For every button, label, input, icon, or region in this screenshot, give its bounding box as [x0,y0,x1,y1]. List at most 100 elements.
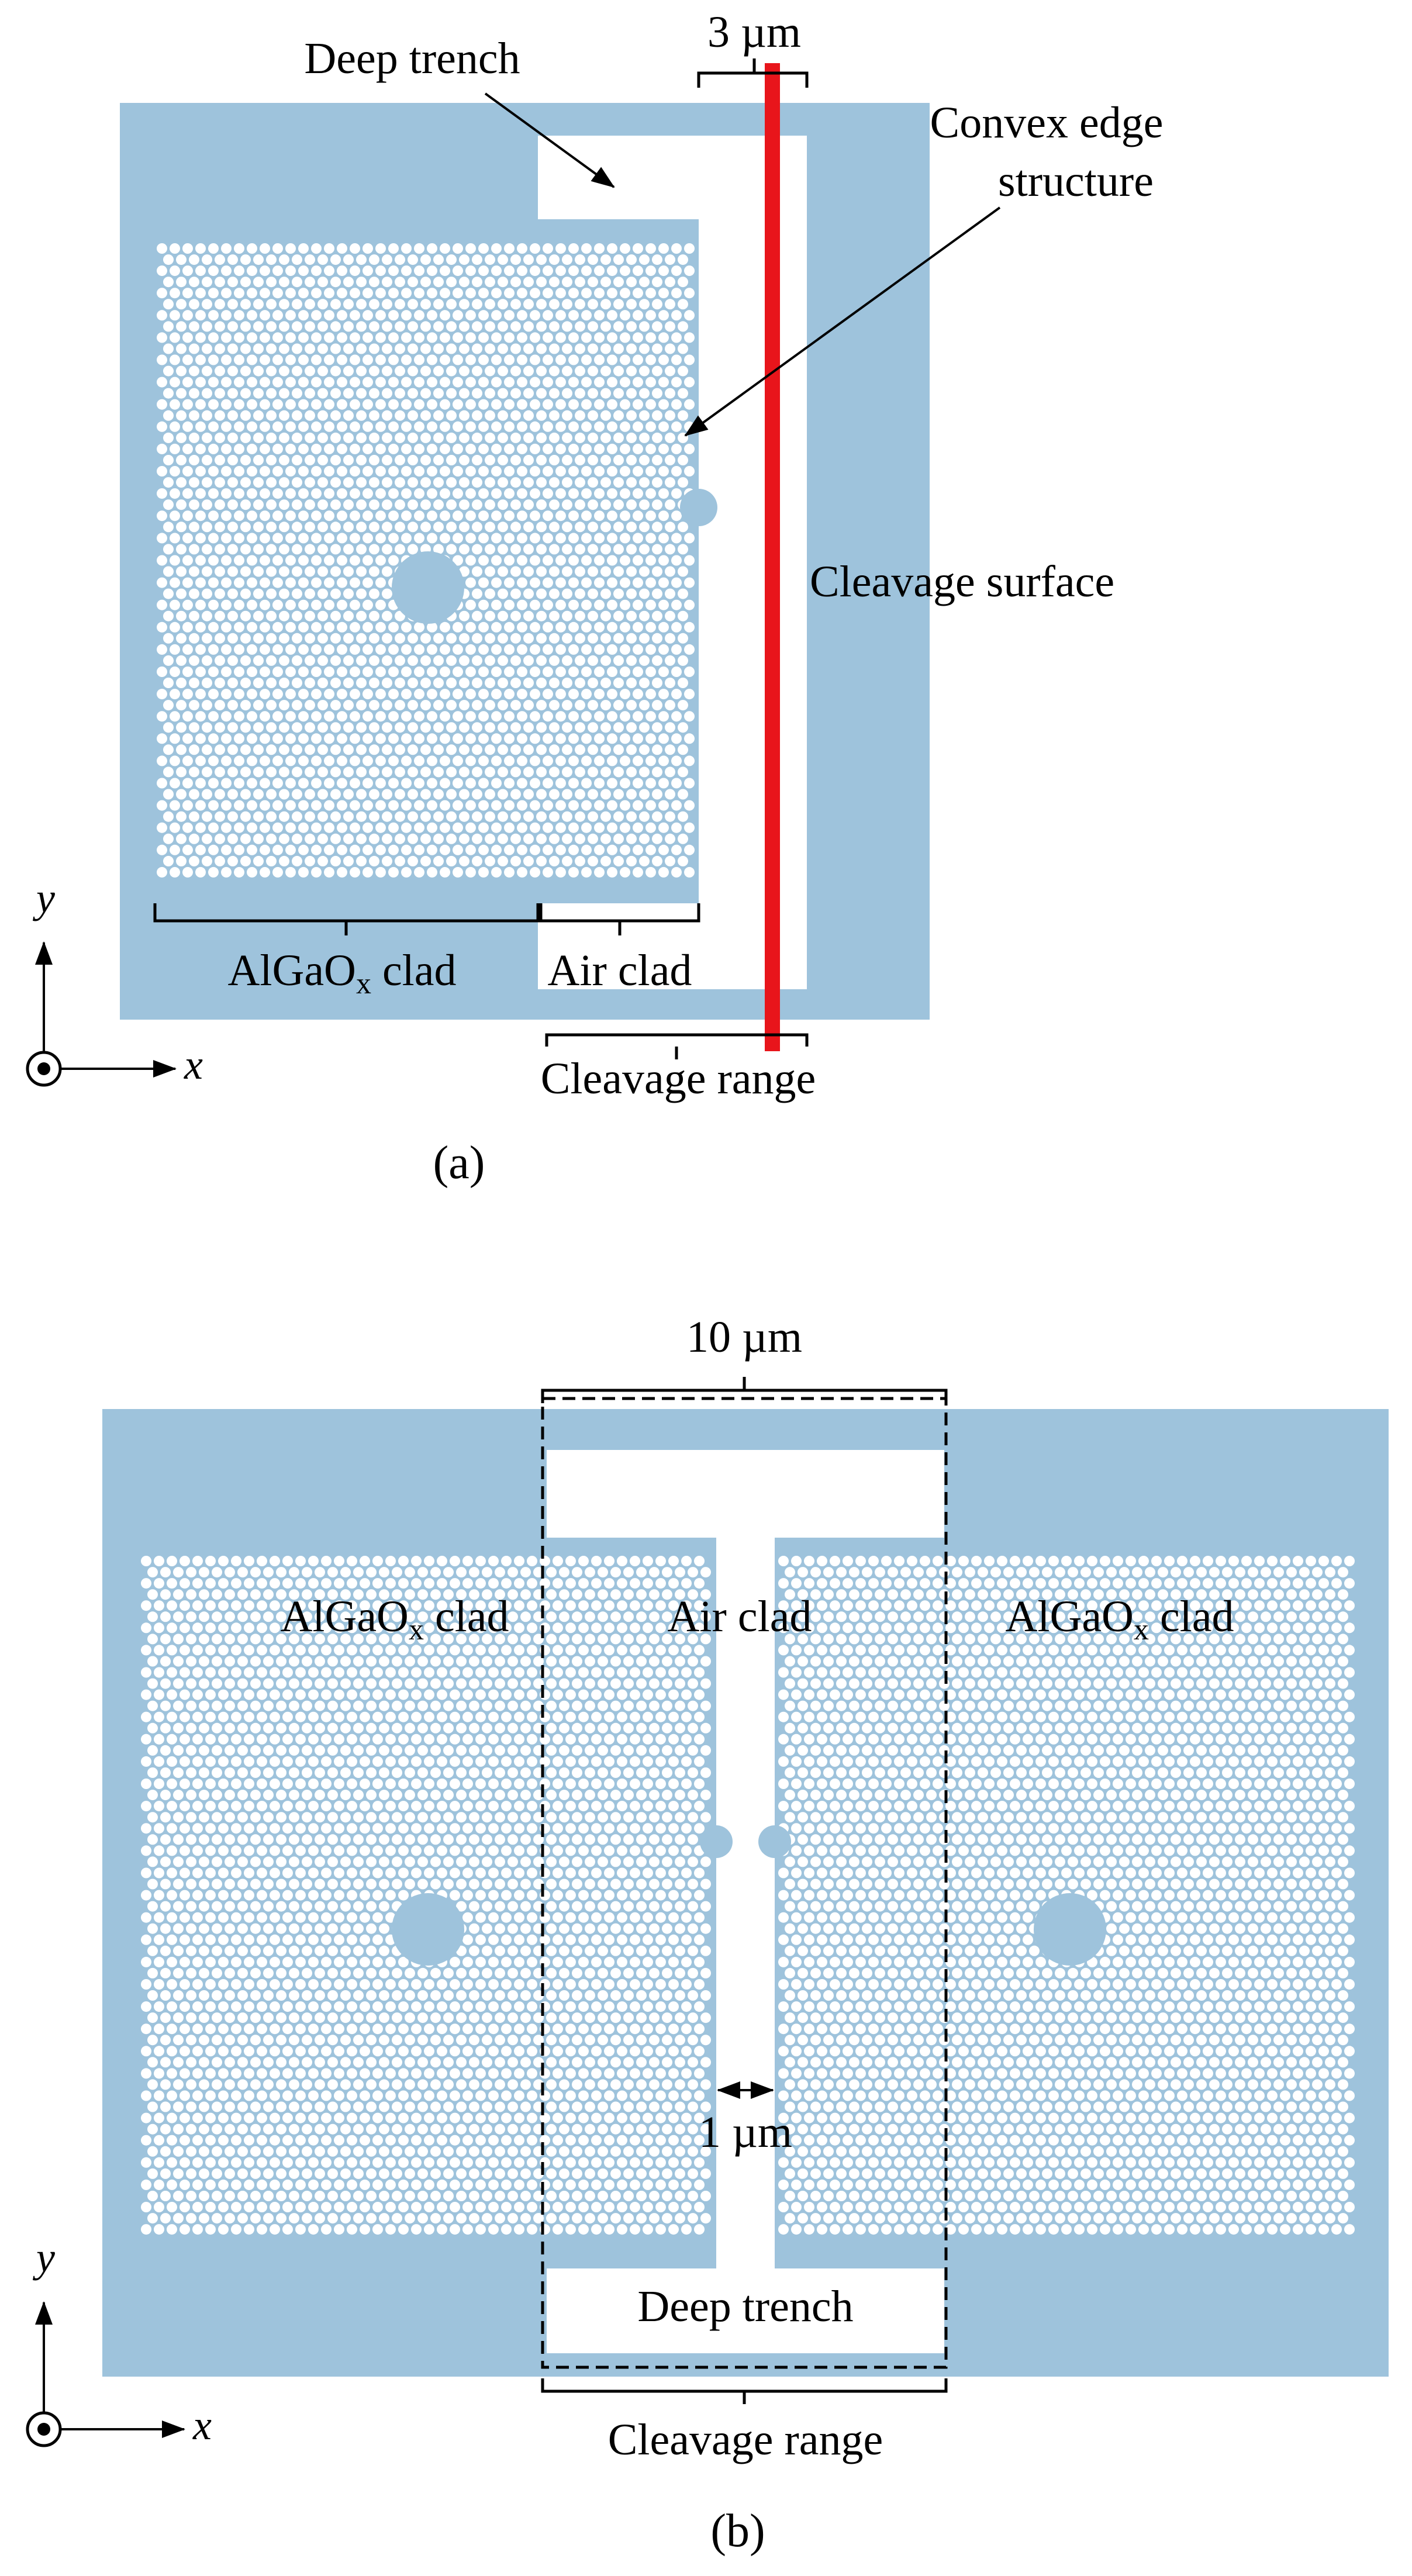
panel-a-air-hole [562,789,572,800]
panel-a-air-hole [343,254,354,265]
panel-a-air-hole [498,722,508,733]
panel-a-air-hole [433,299,444,310]
panel-a-air-hole [671,733,682,744]
panel-b-left-air-hole [360,1578,370,1589]
panel-b-left-air-hole [308,1956,319,1967]
panel-b-left-air-hole [250,1656,261,1667]
panel-b-left-air-hole [270,2112,280,2123]
panel-a-air-hole [285,599,296,610]
panel-b-left-air-hole [501,1801,512,1812]
panel-a-air-hole [575,522,585,533]
panel-b-left-air-hole [276,1656,286,1667]
panel-b-left-air-hole [154,1645,164,1656]
panel-b-left-air-hole [623,1567,634,1578]
panel-a-air-hole [523,833,534,844]
panel-a-air-hole [285,866,296,878]
panel-b-left-air-hole [372,1756,383,1767]
panel-b-left-air-hole [636,1722,647,1734]
panel-b-left-air-hole [495,2079,505,2090]
panel-b-left-air-hole [417,1589,428,1600]
panel-a-air-hole [575,277,585,288]
panel-a-air-hole [678,789,688,800]
panel-b-left-air-hole [366,1990,377,2001]
panel-a-air-hole [170,755,180,766]
panel-a-air-hole [227,811,238,822]
panel-a-air-hole [279,766,289,778]
panel-b-left-air-hole [559,2146,569,2157]
panel-a-air-hole [543,377,553,388]
panel-b-left-air-hole [591,1667,602,1678]
panel-a-air-hole [517,510,527,522]
panel-a-air-hole [170,288,180,299]
panel-b-left-air-hole [546,2057,557,2068]
panel-a-air-hole [253,566,264,577]
panel-b-left-air-hole [559,1923,569,1934]
panel-b-left-air-hole [154,1667,164,1678]
panel-b-left-air-hole [411,2068,422,2079]
panel-a-air-hole [234,866,244,878]
panel-a-air-hole [607,310,617,321]
panel-b-left-air-hole [257,2046,267,2057]
panel-a-air-hole [208,644,219,655]
panel-b-left-air-hole [295,1556,306,1566]
panel-a-air-hole [581,555,592,566]
panel-b-left-air-hole [630,1689,640,1700]
panel-a-air-hole [176,455,187,465]
panel-a-air-hole [510,477,521,488]
panel-a-air-hole [330,455,341,465]
panel-b-left-air-hole [456,1745,467,1756]
panel-b-left-air-hole [450,2046,460,2057]
panel-b-left-air-hole [282,1845,293,1856]
panel-b-left-air-hole [276,1722,286,1734]
panel-a-air-hole [375,488,386,499]
panel-b-left-air-hole [411,1645,422,1656]
panel-a-deep-trench-label: Deep trench [304,34,520,83]
panel-b-left-air-hole [250,1834,261,1845]
panel-a-air-hole [555,711,566,722]
panel-b-left-air-hole [437,1600,447,1611]
panel-a-air-hole [234,466,244,476]
panel-a-air-hole [420,477,431,488]
panel-a-air-hole [227,855,238,866]
panel-b-left-air-hole [315,2191,325,2201]
panel-a-air-hole [523,343,534,354]
panel-a-air-hole [382,811,392,822]
panel-b-left-air-hole [167,1912,177,1923]
panel-b-left-air-hole [591,2001,602,2012]
panel-b-left-air-hole [192,1912,203,1923]
panel-b-left-air-hole [167,1823,177,1834]
panel-b-left-air-hole [192,2023,203,2035]
panel-b-left-air-hole [655,2112,666,2123]
panel-b-left-air-hole [430,2035,441,2046]
panel-b-left-air-hole [636,2079,647,2090]
panel-a-air-hole [305,655,315,666]
panel-b-left-air-hole [681,2112,692,2123]
panel-a-air-hole [530,577,540,588]
panel-a-air-hole [581,421,592,432]
panel-b-left-air-hole [192,2157,203,2168]
panel-a-air-hole [227,254,238,265]
panel-a-air-hole [170,822,180,833]
panel-b-left-air-hole [630,2135,640,2146]
panel-a-air-hole [510,610,521,621]
panel-b-left-air-hole [591,1578,602,1589]
panel-a-air-hole [247,533,257,544]
panel-a-air-hole [575,455,585,465]
panel-b-left-air-hole [450,1578,460,1589]
panel-a-air-hole [613,343,624,354]
panel-b-left-air-hole [218,2090,229,2101]
panel-a-air-hole [215,855,225,866]
panel-a-air-hole [433,455,444,465]
panel-b-left-air-hole [578,2157,589,2168]
panel-b-left-air-hole [366,1745,377,1756]
panel-a-air-hole [658,265,669,277]
panel-b-left-air-hole [353,2012,364,2023]
panel-b-left-air-hole [424,1779,434,1789]
panel-b-left-air-hole [456,1567,467,1578]
panel-b-left-air-hole [250,1923,261,1934]
panel-b-left-air-hole [340,1678,351,1689]
panel-b-left-air-hole [417,2191,428,2201]
panel-a-air-hole [658,733,669,744]
panel-a-air-hole [343,700,354,711]
panel-a-air-hole [478,644,489,655]
